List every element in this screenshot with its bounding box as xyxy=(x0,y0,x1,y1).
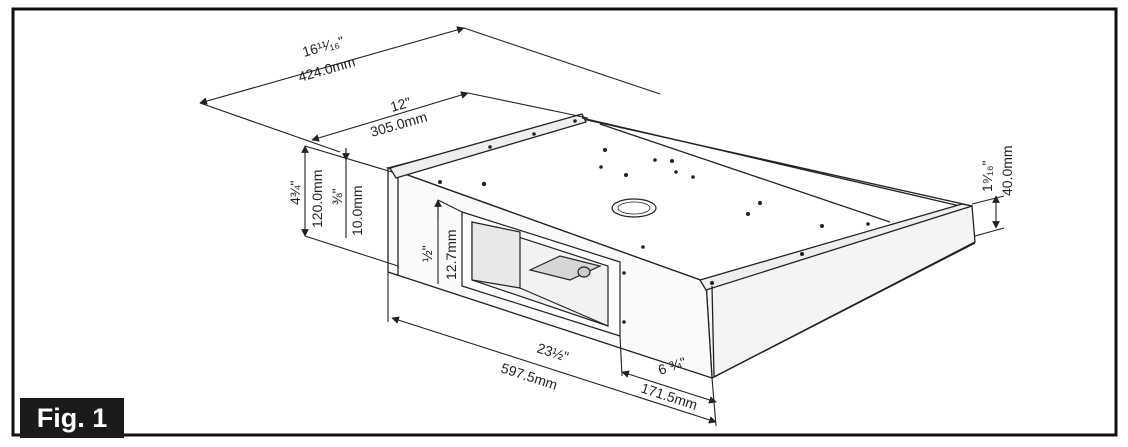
duct-offset-imperial: ½" xyxy=(419,245,435,262)
inner-depth-imperial: 12" xyxy=(388,94,412,115)
dim-line-width xyxy=(391,316,717,424)
figure-frame xyxy=(11,7,1118,437)
front-flange xyxy=(699,203,973,291)
duct-side-metric: 171.5mm xyxy=(639,380,699,413)
width-metric: 597.5mm xyxy=(499,360,559,393)
lip-imperial: ⅜" xyxy=(329,188,345,205)
ext-line-depth-right xyxy=(463,27,661,95)
back-flange xyxy=(389,113,587,179)
damper-hinge xyxy=(577,266,591,278)
lip-metric: 10.0mm xyxy=(349,185,365,236)
ext-line-front-top xyxy=(971,195,1005,205)
ext-line-depth-left xyxy=(199,102,341,153)
mounting-holes xyxy=(438,119,870,324)
ext-line-front-bottom xyxy=(974,227,1005,237)
duct-left-wall xyxy=(471,221,521,289)
ext-line-duct-offset xyxy=(437,199,463,213)
ext-line-height-bottom xyxy=(304,235,399,267)
bottom-edge xyxy=(711,242,976,379)
height-imperial: 4¾" xyxy=(287,181,303,205)
overall-depth-imperial: 16¹¹⁄₁₆" xyxy=(300,33,345,60)
top-edge-line xyxy=(581,117,961,207)
dim-line-inner-depth xyxy=(311,91,469,142)
duct-offset-metric: 12.7mm xyxy=(443,229,459,280)
ext-line-duct-side xyxy=(619,335,623,377)
center-knockout-inner xyxy=(617,201,651,215)
dim-line-duct-side xyxy=(621,370,717,404)
ext-line-height-top xyxy=(304,145,393,173)
ext-line-inner-right xyxy=(467,92,589,119)
inner-edge-line xyxy=(599,123,891,223)
width-imperial: 23½" xyxy=(535,340,571,365)
duct-opening xyxy=(461,211,621,337)
figure-label: Fig. 1 xyxy=(20,398,124,438)
front-height-metric: 40.0mm xyxy=(999,145,1015,196)
dimension-lines xyxy=(199,26,1005,427)
front-height-imperial: 1⁹⁄₁₆" xyxy=(979,161,995,192)
height-metric: 120.0mm xyxy=(309,170,325,228)
dim-line-overall-depth xyxy=(199,26,465,105)
